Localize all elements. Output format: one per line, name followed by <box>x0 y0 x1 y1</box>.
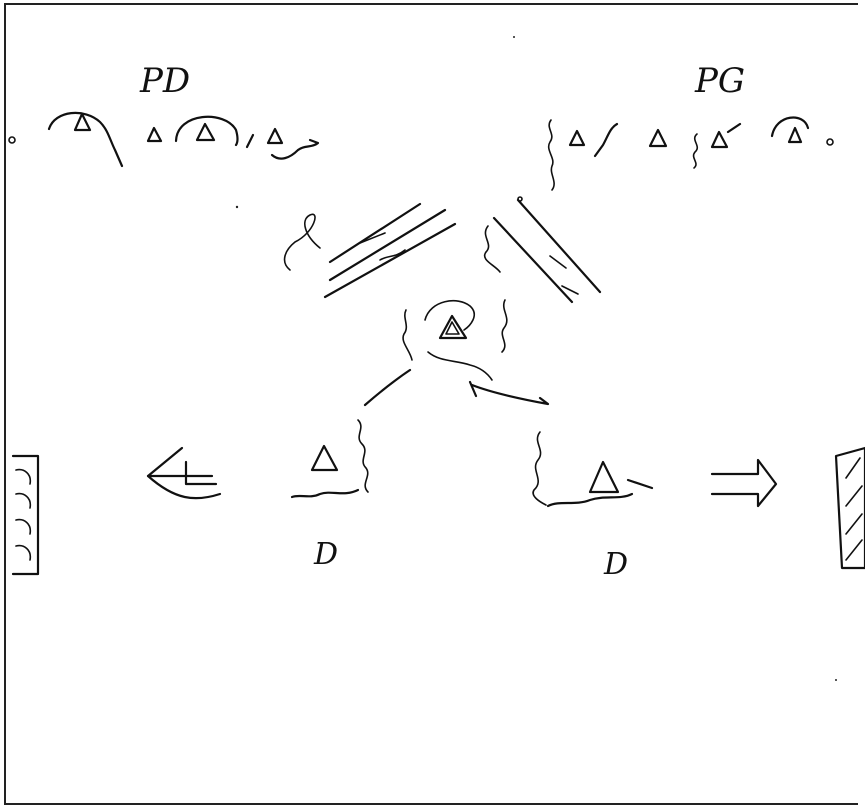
diag-line-5 <box>518 200 600 292</box>
central-wave <box>428 352 492 380</box>
left-base-wave <box>292 490 358 497</box>
diag-line-4 <box>494 218 572 302</box>
central-vertex <box>403 300 507 380</box>
diag-dot <box>518 197 522 201</box>
right-arrow <box>712 460 776 506</box>
triangle-3 <box>197 124 214 140</box>
tick-2 <box>728 124 740 132</box>
left-arrow-shaft <box>186 462 216 484</box>
speck-2 <box>513 36 515 38</box>
right-triangle <box>590 462 618 492</box>
left-triangle <box>312 446 337 470</box>
label-d-right: D <box>603 547 628 582</box>
left-lower-vertex <box>292 420 368 497</box>
right-lower-vertex <box>533 432 652 506</box>
triangle-6 <box>650 130 666 146</box>
squiggle-top-left <box>285 214 320 270</box>
right-squiggle <box>533 432 546 505</box>
diagonal-lines-left <box>285 204 455 297</box>
top-right-chain <box>549 118 833 190</box>
diagonal-lines-right <box>485 197 600 302</box>
top-left-chain <box>9 113 318 166</box>
triangle-1 <box>75 114 90 130</box>
left-arrow-head-top <box>148 448 212 476</box>
left-box <box>13 456 38 574</box>
squiggle-mid <box>694 134 698 168</box>
squiggle-top-right <box>485 226 500 272</box>
right-box-hatch <box>846 458 862 560</box>
endpoint-dot-right <box>827 139 833 145</box>
label-d-left: D <box>313 537 338 572</box>
left-arrow-group <box>13 448 220 574</box>
right-base-wave <box>548 494 632 506</box>
left-arrow-head-bottom <box>148 476 220 498</box>
right-box <box>836 448 865 568</box>
left-squiggle <box>358 420 368 492</box>
speck-3 <box>835 679 837 681</box>
central-squiggle-left <box>403 310 412 360</box>
triangle-4 <box>268 129 282 143</box>
triangle-8 <box>789 128 801 142</box>
right-arrow-group <box>712 448 865 568</box>
arc-3 <box>772 118 808 136</box>
tick-center <box>470 382 476 396</box>
left-box-hatch <box>16 470 30 560</box>
hook-1 <box>595 124 617 156</box>
squiggle-left <box>549 120 554 190</box>
diag-line-3 <box>325 224 455 297</box>
triangle-7 <box>712 132 727 147</box>
tick-1 <box>247 135 253 147</box>
triangle-2 <box>148 128 161 141</box>
line-to-left-vertex <box>365 370 410 405</box>
right-tick <box>628 480 652 488</box>
central-squiggle-right <box>502 300 507 352</box>
label-pd: PD <box>139 61 190 101</box>
small-tick-b <box>550 256 566 268</box>
endpoint-dot-left <box>9 137 15 143</box>
diag-line-2 <box>330 210 445 280</box>
triangle-5 <box>570 131 584 145</box>
arrow-to-right <box>472 385 548 404</box>
label-pg: PG <box>694 61 745 101</box>
lower-propagators <box>365 370 548 405</box>
speck-1 <box>236 206 238 208</box>
